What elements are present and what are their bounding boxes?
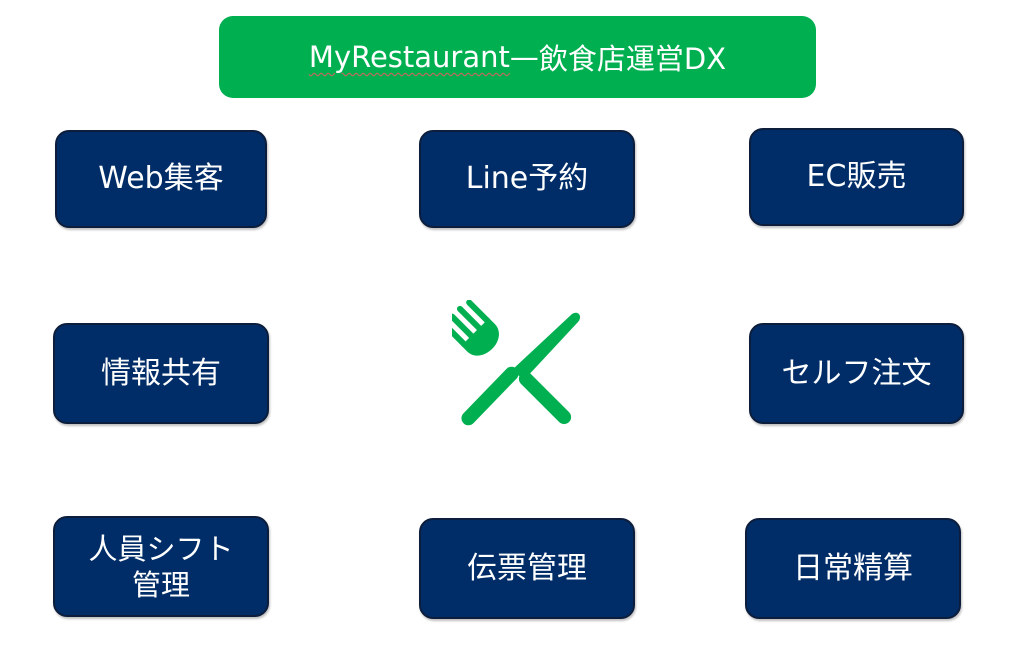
node-slip-management: 伝票管理 bbox=[419, 518, 635, 619]
node-daily-settlement: 日常精算 bbox=[745, 518, 961, 619]
fork-and-knife-icon bbox=[442, 299, 584, 432]
title-subtitle: 飲食店運営DX bbox=[538, 42, 727, 76]
title-brand: MyRestaurant bbox=[308, 40, 510, 74]
node-web-marketing-label: Web集客 bbox=[98, 161, 224, 196]
node-staff-shift-label-line1: 人員シフト bbox=[88, 531, 234, 566]
node-ec-sales-label: EC販売 bbox=[806, 159, 907, 194]
node-self-order: セルフ注文 bbox=[749, 323, 964, 424]
node-staff-shift-label-line2: 管理 bbox=[131, 567, 190, 602]
node-daily-settlement-label: 日常精算 bbox=[793, 550, 913, 586]
node-line-reservation-label: Line予約 bbox=[465, 161, 589, 196]
node-info-sharing: 情報共有 bbox=[53, 323, 269, 424]
node-web-marketing: Web集客 bbox=[55, 130, 267, 228]
node-line-reservation: Line予約 bbox=[419, 130, 635, 228]
node-ec-sales: EC販売 bbox=[749, 128, 964, 226]
node-self-order-label: セルフ注文 bbox=[781, 355, 932, 391]
title-dash: — bbox=[509, 40, 539, 74]
node-staff-shift: 人員シフト 管理 bbox=[53, 516, 269, 617]
node-slip-management-label: 伝票管理 bbox=[467, 550, 587, 586]
title-banner: MyRestaurant—飲食店運営DX bbox=[219, 16, 816, 98]
node-info-sharing-label: 情報共有 bbox=[101, 355, 221, 391]
